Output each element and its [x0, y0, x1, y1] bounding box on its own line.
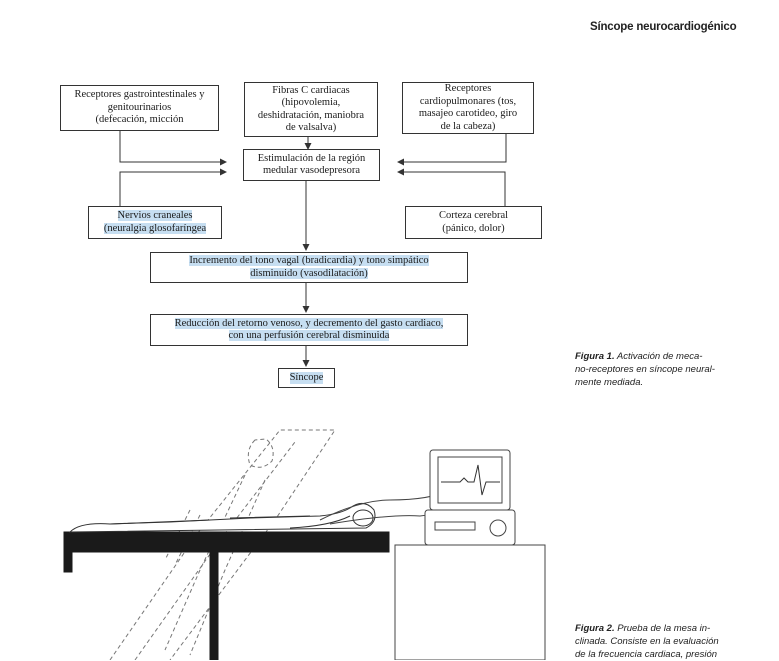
box-text-line: Corteza cerebral [438, 210, 509, 221]
box-gastrointestinal-receptors: Receptores gastrointestinales y genitour… [60, 85, 219, 131]
box-text-line: Fibras C cardiacas [272, 84, 350, 96]
box-vasodepressor-stimulation: Estimulación de la región medular vasode… [243, 149, 380, 181]
box-text-line: masajeo carotideo, giro [418, 108, 518, 119]
box-text-line: Receptores gastrointestinales y [74, 89, 205, 101]
box-text-line: (defecación, micción [95, 114, 184, 126]
box-text-line: Reducción del retorno venoso, y decremen… [174, 317, 444, 329]
arrow-cortex-to-stimulation [397, 168, 506, 206]
table-top [63, 531, 390, 553]
box-cardiac-c-fibers: Fibras C cardiacas (hipovolemia, deshidr… [244, 82, 378, 137]
box-venous-return-reduction: Reducción del retorno venoso, y decremen… [150, 314, 468, 346]
tilt-table-illustration [63, 429, 546, 660]
monitor-screen [437, 456, 503, 504]
box-text-line: Estimulación de la región [257, 152, 366, 164]
figure2-label: Figura 2. [575, 623, 615, 634]
box-text-line: disminuido (vasodilatación) [250, 267, 368, 279]
caption-text: de la frecuencia cardiaca, presión [575, 649, 718, 660]
box-text-line: deshidratación, maniobra [257, 109, 365, 121]
box-text-line: (pánico, dolor) [442, 222, 505, 234]
figure1-label: Figura 1. [575, 351, 615, 362]
box-text-line: genitourinarios [107, 101, 172, 113]
caption-text: Prueba de la mesa in- [617, 623, 711, 634]
monitor-slot [434, 521, 476, 531]
figure1-caption: Figura 1. Activación de meca- no-recepto… [575, 350, 745, 389]
figure2-caption: Figura 2. Prueba de la mesa in- clinada.… [575, 622, 745, 661]
caption-text: no-receptores en síncope neural- [575, 364, 715, 375]
monitor-cart [394, 544, 546, 660]
flowchart-connectors [119, 131, 507, 367]
monitor-knob [489, 519, 507, 537]
caption-text: mente mediada. [575, 377, 644, 388]
box-text-line: con una perfusión cerebral disminuida [228, 330, 390, 341]
box-vagal-tone-increase: Incremento del tono vagal (bradicardia) … [150, 252, 468, 283]
table-leg [209, 551, 219, 660]
patient-figure [68, 503, 376, 533]
box-cranial-nerves: Nervios craneales (neuralgia glosofaríng… [88, 206, 222, 239]
box-text-line: Nervios craneales [117, 210, 193, 221]
table-end [63, 551, 73, 573]
arrow-cranial-to-stimulation [119, 168, 227, 206]
box-text-line: (hipovolemia, [281, 97, 341, 108]
box-text-line: Síncope [289, 371, 324, 385]
box-text-line: Receptores [444, 83, 492, 94]
box-syncope: Síncope [278, 368, 335, 388]
box-text-line: de valsalva) [285, 122, 337, 133]
box-text-line: (neuralgia glosofaríngea [103, 222, 207, 234]
caption-text: Activación de meca- [616, 351, 703, 362]
box-text-line: medular vasodepresora [262, 165, 361, 176]
box-cardiopulmonary-receptors: Receptores cardiopulmonares (tos, masaje… [402, 82, 534, 134]
ecg-trace [441, 464, 500, 496]
box-text-line: de la cabeza) [440, 120, 496, 132]
caption-text: clinada. Consiste en la evaluación [575, 636, 719, 647]
arrow-cardio-to-stimulation [397, 134, 507, 166]
box-text-line: cardiopulmonares (tos, [419, 95, 517, 107]
arrow-gastro-to-stimulation [119, 131, 227, 166]
box-text-line: Incremento del tono vagal (bradicardia) … [189, 255, 429, 266]
box-cerebral-cortex: Corteza cerebral (pánico, dolor) [405, 206, 542, 239]
page-running-title: Síncope neurocardiogénico [590, 21, 737, 33]
